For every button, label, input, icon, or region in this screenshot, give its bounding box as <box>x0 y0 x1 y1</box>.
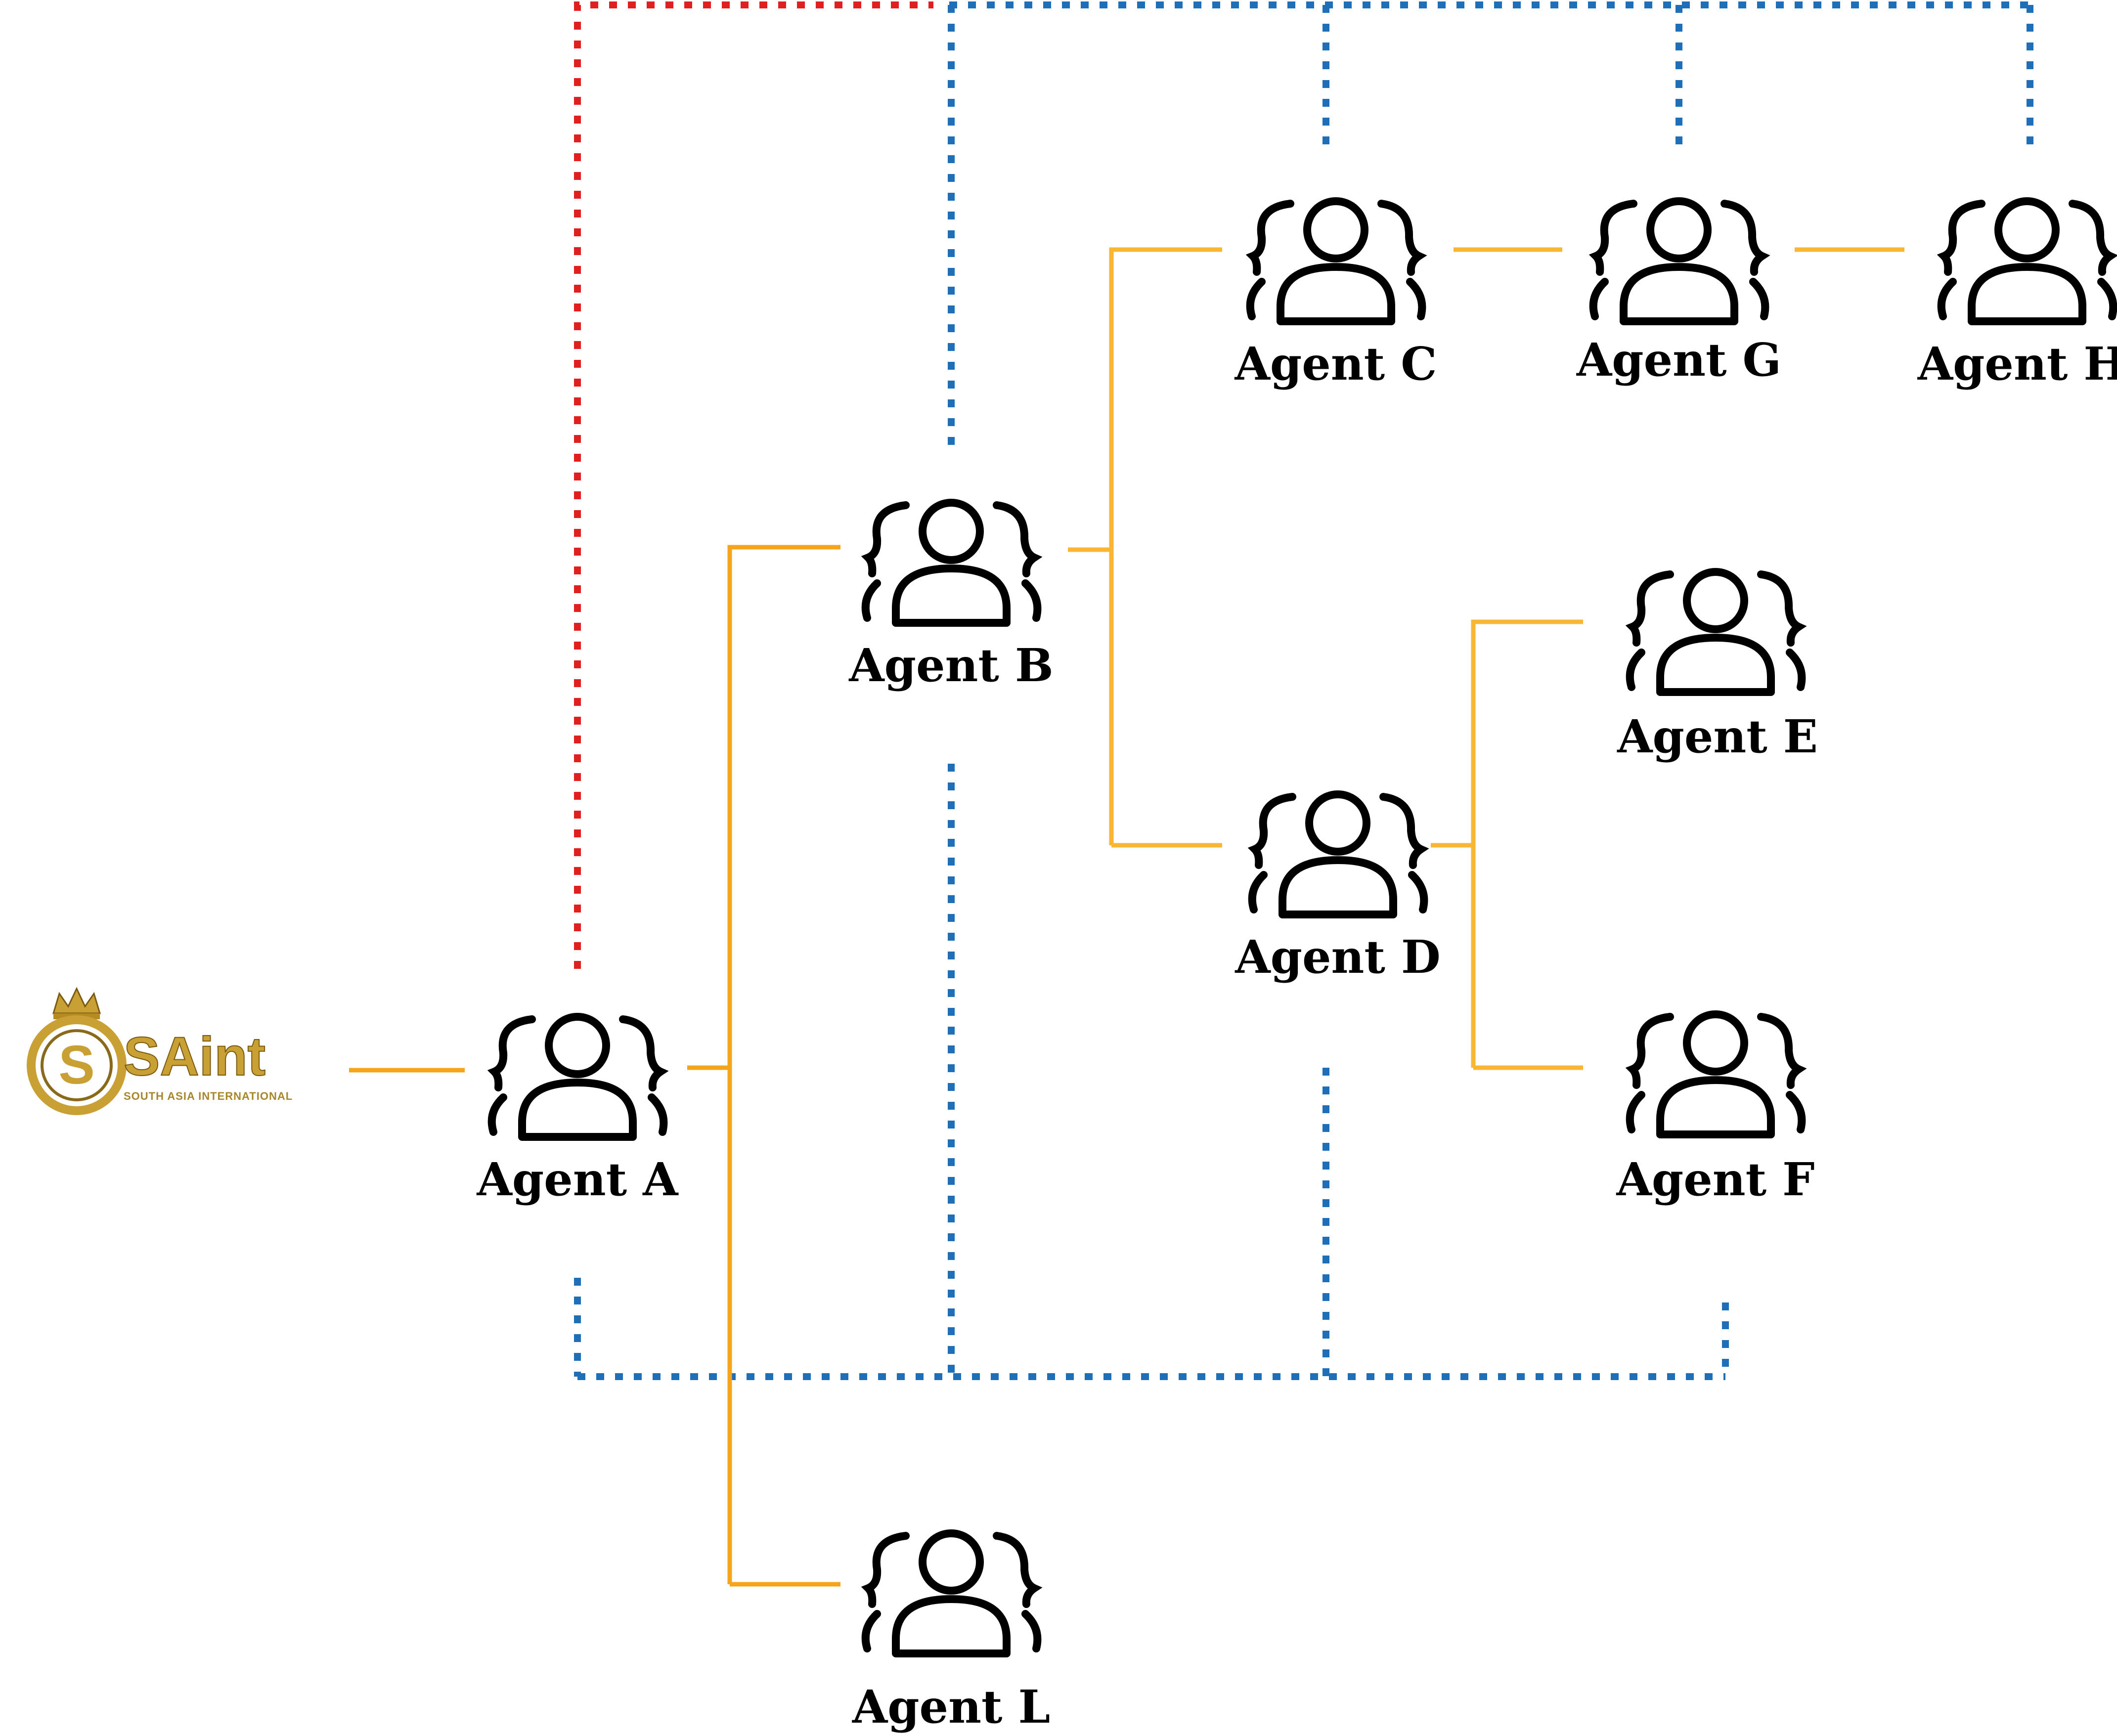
people-group-icon <box>1630 572 1802 692</box>
arrow-agent-a-to-agent-b <box>727 545 841 1584</box>
people-group-icon <box>1593 201 1765 321</box>
flow-arrows <box>349 247 1905 1587</box>
agent-a-label: Agent A <box>476 1153 679 1206</box>
people-group-icon <box>1941 201 2114 321</box>
arrow-agent-b-to-agent-c <box>1109 247 1223 845</box>
agent-e-node: Agent E <box>1617 572 1818 763</box>
agent-d-label: Agent D <box>1235 930 1440 984</box>
agent-h-label: Agent H <box>1917 337 2117 391</box>
agent-h-node: Agent H <box>1917 201 2117 391</box>
arrow-agent-d-to-agent-e <box>1471 619 1584 1068</box>
logo-monogram: S <box>58 1035 94 1095</box>
logo-brand-text: SAint <box>124 1026 265 1087</box>
agent-c-node: Agent C <box>1235 201 1437 391</box>
dotted-red-link <box>574 1 933 969</box>
agent-f-label: Agent F <box>1616 1153 1815 1206</box>
agent-b-node: Agent B <box>848 503 1054 692</box>
agent-l-label: Agent L <box>852 1680 1050 1734</box>
people-group-icon <box>866 1533 1038 1653</box>
agent-b-label: Agent B <box>848 639 1053 692</box>
saint-logo: S SAint SOUTH ASIA INTERNATIONAL <box>27 987 293 1115</box>
agent-g-node: Agent G <box>1576 201 1781 387</box>
agent-a-node: Agent A <box>476 1017 679 1206</box>
people-group-icon <box>1630 1014 1802 1134</box>
monogram-emblem: S <box>27 1015 127 1115</box>
people-group-icon <box>1252 794 1424 914</box>
agent-e-label: Agent E <box>1617 710 1818 763</box>
agent-l-node: Agent L <box>852 1533 1050 1734</box>
people-group-icon <box>866 503 1038 623</box>
crown-icon <box>52 987 101 1019</box>
people-group-icon <box>492 1017 664 1137</box>
agent-c-label: Agent C <box>1235 337 1437 391</box>
agent-d-node: Agent D <box>1235 794 1441 984</box>
agent-g-label: Agent G <box>1576 333 1781 387</box>
logo-tagline: SOUTH ASIA INTERNATIONAL <box>124 1090 293 1102</box>
people-group-icon <box>1250 201 1422 321</box>
agent-f-node: Agent F <box>1616 1014 1815 1206</box>
dotted-links <box>574 1 2033 1380</box>
